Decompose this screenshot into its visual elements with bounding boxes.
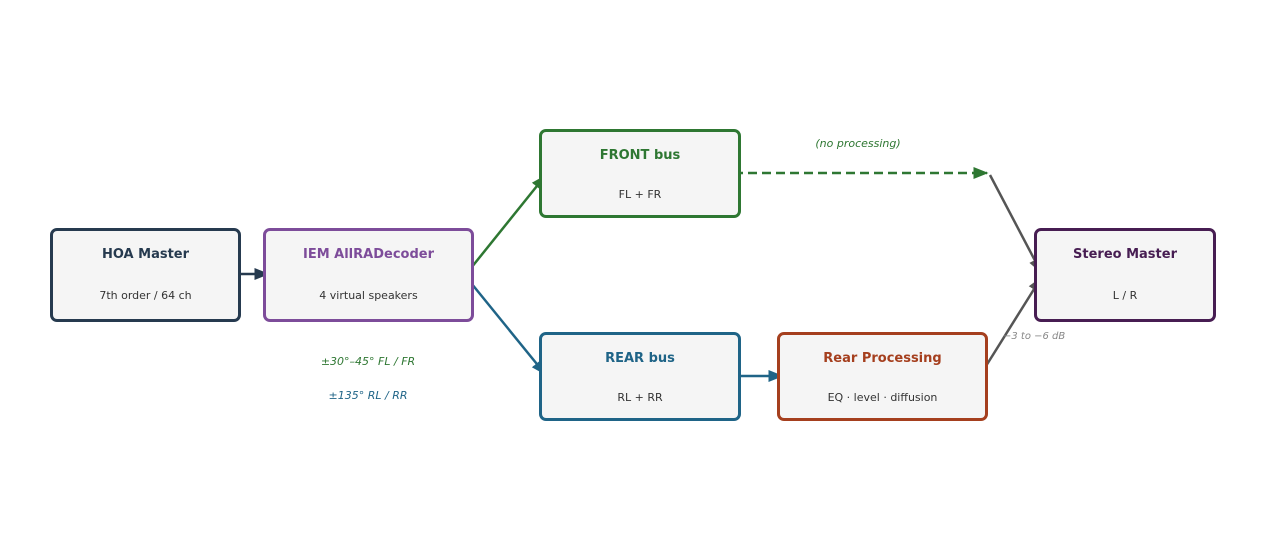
arrow-decoder-to-front: [466, 174, 546, 274]
node-title: Rear Processing: [823, 351, 942, 366]
node-hoa-master: HOA Master 7th order / 64 ch: [50, 228, 241, 322]
rear-angle-note: ±135° RL / RR: [328, 389, 408, 402]
node-subtitle: EQ · level · diffusion: [827, 391, 938, 404]
node-title: Stereo Master: [1073, 247, 1177, 262]
node-subtitle: L / R: [1112, 289, 1138, 302]
node-allra-decoder: IEM AllRADecoder 4 virtual speakers: [263, 228, 474, 322]
node-subtitle: RL + RR: [617, 391, 663, 404]
front-angle-note: ±30°–45° FL / FR: [320, 355, 416, 368]
arrow-rear-processing-to-stereo: [979, 276, 1043, 375]
no-processing-note: (no processing): [815, 137, 901, 150]
arrow-decoder-to-rear: [466, 277, 546, 376]
rear-gain-note: −3 to −6 dB: [1003, 331, 1066, 342]
node-rear-bus: REAR bus RL + RR: [539, 332, 741, 421]
node-title: IEM AllRADecoder: [302, 247, 434, 262]
node-subtitle: FL + FR: [618, 188, 662, 201]
arrow-front-to-stereo: [988, 174, 1043, 274]
node-title: FRONT bus: [599, 148, 681, 163]
node-subtitle: 7th order / 64 ch: [99, 289, 192, 302]
node-title: HOA Master: [101, 247, 190, 262]
node-subtitle: 4 virtual speakers: [319, 289, 418, 302]
node-title: REAR bus: [605, 351, 675, 366]
node-stereo-master: Stereo Master L / R: [1034, 228, 1216, 322]
node-rear-processing: Rear Processing EQ · level · diffusion: [777, 332, 988, 421]
node-front-bus: FRONT bus FL + FR: [539, 129, 741, 218]
